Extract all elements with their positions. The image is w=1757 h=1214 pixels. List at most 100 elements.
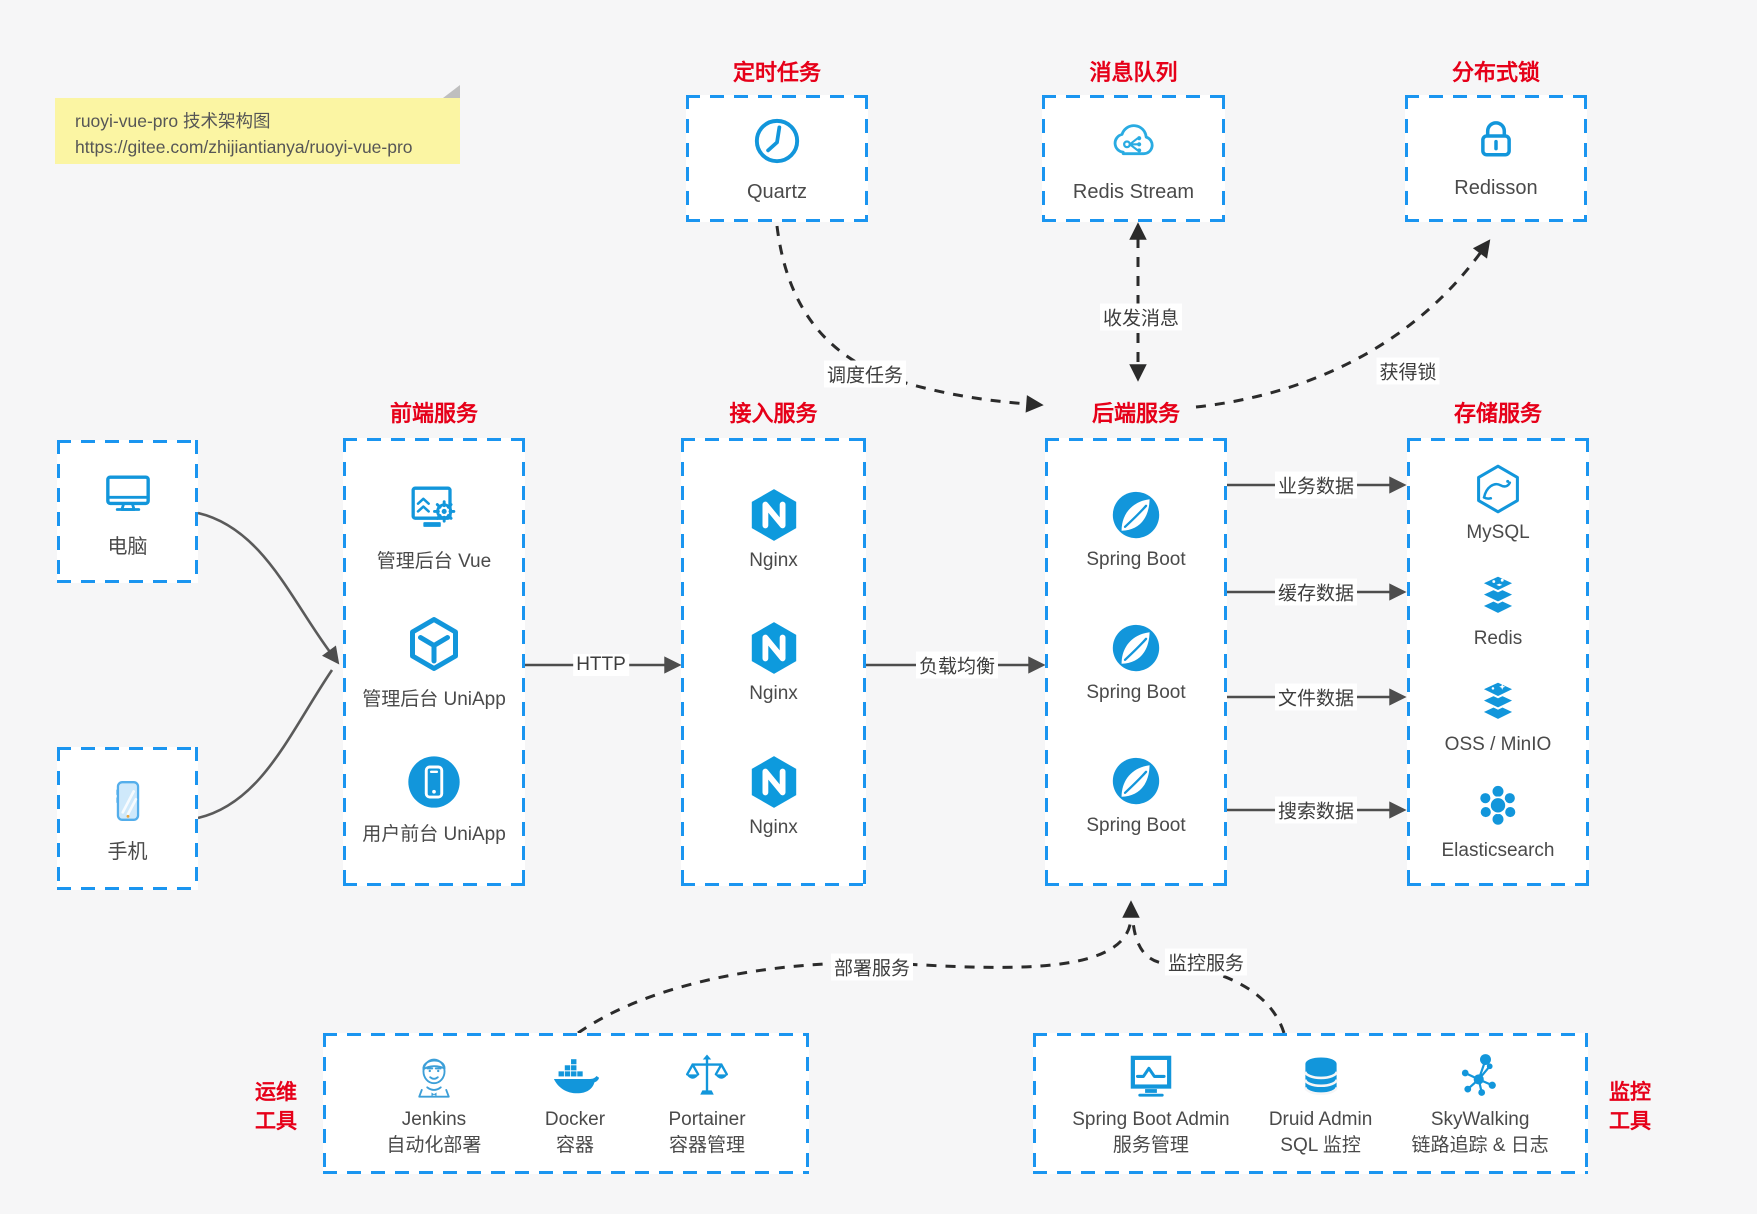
oss-minio-icon <box>1471 674 1525 728</box>
edge-label-search-data: 搜索数据 <box>1274 796 1358 824</box>
service-item-label: 管理后台 Vue <box>376 551 492 573</box>
tool-name: SkyWalking <box>1430 1109 1530 1131</box>
service-item-label: Nginx <box>749 683 798 704</box>
monitor-tools-title: 监控 工具 <box>1598 1079 1662 1137</box>
tool-desc: 服务管理 <box>1112 1134 1189 1156</box>
tool-item: Jenkins 自动化部署 <box>386 1049 481 1157</box>
uniapp-cube-icon <box>402 614 466 678</box>
ops-title-line2: 工具 <box>255 1109 297 1133</box>
desktop-icon <box>98 464 158 524</box>
column-title-access: 接入服务 <box>729 401 818 426</box>
box-monitor-tools: Spring Boot Admin 服务管理 Druid Admin SQL 监… <box>1033 1033 1588 1174</box>
tool-name: Portainer <box>668 1109 746 1131</box>
box-access-services: Nginx Nginx Nginx <box>681 438 866 886</box>
service-item-label: Nginx <box>749 816 798 838</box>
service-item: MySQL <box>1466 462 1530 544</box>
tool-item: Spring Boot Admin 服务管理 <box>1072 1049 1230 1157</box>
service-item: 管理后台 Vue <box>377 478 491 573</box>
edge-desktop-to-frontend <box>197 511 340 665</box>
edge-monitor-service-line <box>1131 921 1286 1034</box>
druid-icon <box>1294 1049 1348 1103</box>
jenkins-icon <box>407 1049 461 1103</box>
tool-item: Docker 容器 <box>545 1049 605 1157</box>
tool-item: Druid Admin SQL 监控 <box>1268 1049 1373 1157</box>
tool-item: Portainer 容器管理 <box>668 1049 746 1157</box>
clock-icon <box>747 111 807 171</box>
box-mobile-client: 手机 <box>57 747 198 890</box>
tool-item: SkyWalking 链路追踪 & 日志 <box>1412 1049 1549 1157</box>
group-title-message-queue: 消息队列 <box>1089 60 1178 85</box>
service-item-label: 用户前台 UniApp <box>362 823 506 845</box>
service-item: 管理后台 UniApp <box>362 614 506 711</box>
quartz-label: Quartz <box>746 181 808 203</box>
service-item: Elasticsearch <box>1442 780 1555 862</box>
service-item-label: Redis <box>1473 628 1523 649</box>
edge-label-business-data: 业务数据 <box>1274 471 1358 499</box>
mobile-label: 手机 <box>107 841 148 863</box>
box-desktop-client: 电脑 <box>57 440 198 583</box>
monitor-title-line2: 工具 <box>1609 1109 1651 1133</box>
column-title-backend: 后端服务 <box>1091 401 1180 426</box>
docker-icon <box>548 1049 602 1103</box>
box-quartz: Quartz <box>686 95 868 222</box>
monitor-title-line1: 监控 <box>1609 1081 1651 1104</box>
client-item: 手机 <box>100 773 156 864</box>
tool-desc: 链路追踪 & 日志 <box>1411 1134 1549 1156</box>
note-title: ruoyi-vue-pro 技术架构图 <box>75 111 271 131</box>
spring-boot-icon <box>1108 753 1164 809</box>
service-item-label: Spring Boot <box>1086 549 1186 570</box>
tool-desc: 容器管理 <box>669 1134 746 1156</box>
edge-label-cache-data: 缓存数据 <box>1274 578 1358 606</box>
desktop-label: 电脑 <box>107 536 148 558</box>
redis-stream-label: Redis Stream <box>1072 181 1195 203</box>
service-item: Nginx <box>745 619 803 705</box>
service-item-label: Spring Boot <box>1086 815 1186 836</box>
edge-mobile-to-frontend <box>197 669 334 820</box>
tool-desc: 自动化部署 <box>386 1134 482 1156</box>
service-item-label: Elasticsearch <box>1441 840 1555 861</box>
box-ops-tools: Jenkins 自动化部署 Docker 容器 Portainer 容器管理 <box>323 1033 809 1174</box>
edge-label-file-data: 文件数据 <box>1274 683 1358 711</box>
column-title-storage: 存储服务 <box>1453 401 1542 426</box>
service-item-label: Nginx <box>749 549 798 571</box>
spring-boot-icon <box>1108 620 1164 676</box>
note-url: https://gitee.com/zhijiantianya/ruoyi-vu… <box>75 137 413 158</box>
box-redis-stream: Redis Stream <box>1042 95 1225 222</box>
redis-icon <box>1471 568 1525 622</box>
spring-boot-admin-icon <box>1124 1049 1178 1103</box>
tool-desc: SQL 监控 <box>1280 1134 1361 1156</box>
elasticsearch-icon <box>1471 780 1525 834</box>
tool-name: Jenkins <box>401 1109 467 1131</box>
spring-boot-icon <box>1108 487 1164 543</box>
nginx-icon <box>745 753 803 811</box>
admin-vue-icon <box>403 478 465 540</box>
tool-item-label: SkyWalking 链路追踪 & 日志 <box>1412 1107 1549 1157</box>
edge-label-send-receive-message: 收发消息 <box>1099 303 1183 331</box>
edge-label-http: HTTP <box>573 654 629 676</box>
tool-item-label: Docker 容器 <box>545 1107 605 1157</box>
edge-label-monitor-service: 监控服务 <box>1164 948 1248 976</box>
tool-item-label: Jenkins 自动化部署 <box>386 1107 481 1157</box>
ops-title-line1: 运维 <box>255 1081 297 1104</box>
tool-name: Druid Admin <box>1268 1109 1373 1131</box>
tool-name: Spring Boot Admin <box>1072 1109 1230 1131</box>
service-item: 用户前台 UniApp <box>362 751 506 846</box>
service-item-label: Spring Boot <box>1086 682 1186 703</box>
service-item: Redis <box>1471 568 1525 650</box>
mysql-icon <box>1471 462 1525 516</box>
service-item: OSS / MinIO <box>1444 674 1552 756</box>
service-item: Nginx <box>745 753 803 839</box>
nginx-icon <box>745 619 803 677</box>
mobile-icon <box>100 773 156 829</box>
group-title-scheduled-task: 定时任务 <box>732 60 821 85</box>
lock-icon <box>1468 111 1524 167</box>
sticky-note: ruoyi-vue-pro 技术架构图 https://gitee.com/zh… <box>55 85 460 164</box>
edge-label-load-balance: 负载均衡 <box>915 651 999 679</box>
tool-item-label: Portainer 容器管理 <box>668 1107 745 1157</box>
edge-label-acquire-lock: 获得锁 <box>1376 357 1440 385</box>
service-item-label: OSS / MinIO <box>1444 734 1552 755</box>
user-app-icon <box>403 751 465 813</box>
service-item: Spring Boot <box>1086 487 1186 571</box>
service-item: Spring Boot <box>1086 753 1186 837</box>
